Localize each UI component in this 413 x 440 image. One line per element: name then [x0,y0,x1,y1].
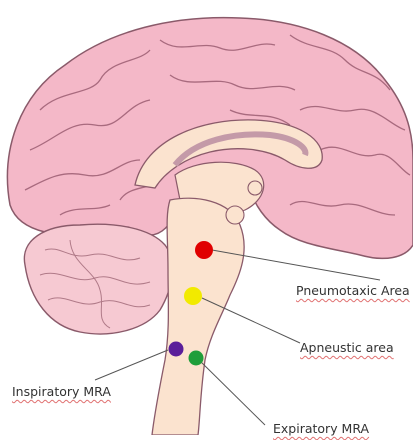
leader-inspiratory [95,350,168,380]
apneustic-dot [184,287,202,305]
inspiratory-dot [169,342,184,357]
pneumotaxic-label: Pneumotaxic Area [296,283,410,298]
apneustic-label: Apneustic area [300,340,394,355]
pneumotaxic-dot [195,241,213,259]
pituitary [226,206,244,224]
expiratory-dot [189,351,204,366]
leader-expiratory [197,358,265,425]
expiratory-label: Expiratory MRA [273,421,369,436]
cerebellum [24,224,172,334]
inspiratory-label: Inspiratory MRA [12,384,111,399]
pineal [248,181,262,195]
brainstem [152,198,244,435]
